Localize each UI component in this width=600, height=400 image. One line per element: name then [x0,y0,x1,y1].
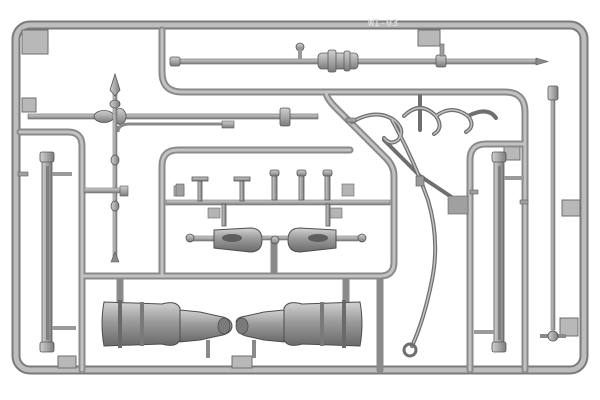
faucet-body-left [185,227,263,253]
outer-frame-highlight [13,22,587,373]
right-column-part [474,151,524,353]
thin-rod-part [540,85,566,342]
attachment-gates [17,43,529,215]
tap-handles [191,169,333,227]
spire-part [83,72,129,263]
faucet-body-right [287,227,367,253]
scroll-bracket-part [350,94,498,358]
ornate-rod-part [27,107,319,133]
large-body-left [101,300,233,358]
sprue-code-label: WI-03 [368,18,398,29]
corner-tabs [21,29,581,369]
center-connector [261,235,289,245]
top-pipe-part [169,42,550,73]
left-column-part [39,151,76,353]
large-body-right [235,300,363,358]
internal-runners-highlight [18,28,527,372]
